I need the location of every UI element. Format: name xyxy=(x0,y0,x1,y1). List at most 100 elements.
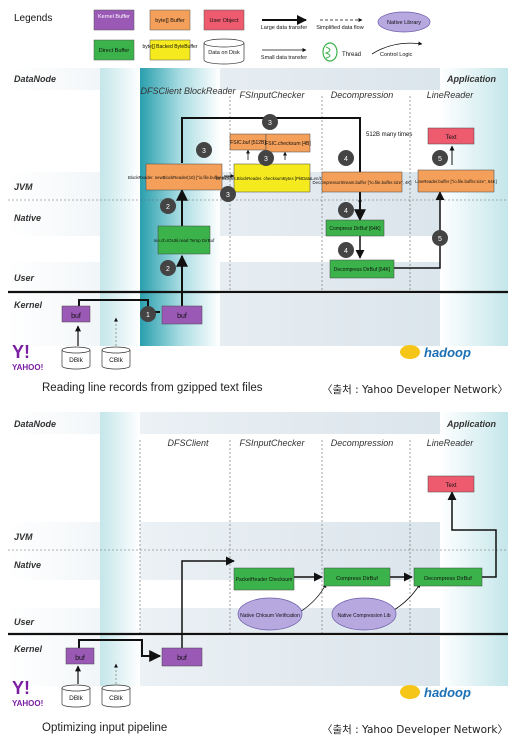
d2-kernel-buf-left-label: buf xyxy=(75,655,85,662)
d2-application-label: Application xyxy=(446,419,497,429)
svg-text:3: 3 xyxy=(268,120,272,127)
d2-flow-native-compress xyxy=(299,583,327,613)
dblk-label: DBlk xyxy=(69,357,83,364)
legend-bytebuffer-swatch xyxy=(149,39,191,61)
svg-text:YAHOO!: YAHOO! xyxy=(12,363,43,372)
d2-column-linereader: LineReader xyxy=(427,438,475,448)
decompress-dirbuf-label: Decompress DirBuf [64K] xyxy=(334,267,391,273)
legend-disk-icon xyxy=(203,38,245,65)
legend-direct-label: Direct Buffer xyxy=(99,48,130,54)
svg-text:3: 3 xyxy=(264,156,268,163)
d2-text-box xyxy=(427,475,475,493)
caption-1: Reading line records from gzipped text f… xyxy=(42,382,263,394)
d2-packet-header-box xyxy=(233,567,295,591)
d2-column-decompression: Decompression xyxy=(331,438,394,448)
legend-simplified-label: Simplified data flow xyxy=(316,25,363,31)
d2-cblk-label: CBlk xyxy=(109,695,123,702)
legend-native-library-label: Native Library xyxy=(387,20,421,26)
column-fsinputchecker: FSInputChecker xyxy=(239,90,305,100)
decompressor-stream-box xyxy=(321,171,403,193)
caption-2: Optimizing input pipeline xyxy=(42,722,168,734)
d2-datanode-label: DataNode xyxy=(14,419,56,429)
nio-temp-box xyxy=(157,225,211,255)
legend-byte-swatch xyxy=(149,9,191,31)
kernel-buf-left-label: buf xyxy=(71,313,81,320)
d2-column-dfsclient: DFSClient xyxy=(167,438,209,448)
datanode-label: DataNode xyxy=(14,74,56,84)
svg-text:5: 5 xyxy=(438,156,442,163)
d2-layer-kernel: Kernel xyxy=(14,644,43,654)
d2-kernel-buf-left xyxy=(65,647,95,665)
d2-yahoo-logo: Y! YAHOO! xyxy=(12,678,43,708)
svg-text:4: 4 xyxy=(344,208,348,215)
column-decompression: Decompression xyxy=(331,90,394,100)
legend: Legends Kernel Buffer byte[] Buffer User… xyxy=(14,9,431,65)
d2-text-box-label: Text xyxy=(445,483,456,489)
diagram-2: DataNode Application DFSClient FSInputCh… xyxy=(8,412,508,708)
decompressor-stream-label: DecompressorStream.buffer ["io.file.buff… xyxy=(313,180,412,185)
layer-native: Native xyxy=(14,213,41,223)
d2-flow-to-text xyxy=(447,491,497,578)
step-marker-3b: 3 xyxy=(196,142,212,158)
step-marker-2b: 2 xyxy=(160,260,176,276)
svg-text:hadoop: hadoop xyxy=(424,685,471,700)
compress-dirbuf-box xyxy=(325,219,385,237)
kernel-buf-left xyxy=(61,305,91,323)
step-marker-5a: 5 xyxy=(432,150,448,166)
d2-layer-user: User xyxy=(14,617,35,627)
d2-flow-native-decompress xyxy=(393,583,421,611)
fsic-checksum-label: FSIC.checksum [4B] xyxy=(265,141,311,147)
yahoo-logo: Y! YAHOO! xyxy=(12,342,43,372)
nio-temp-label: nio.ch.IOUtil.read Temp DirBuf xyxy=(154,238,215,243)
dblk-disk xyxy=(61,346,91,370)
legend-kernel-label: Kernel Buffer xyxy=(98,14,130,20)
fsic-buf-label: FSIC.buf [512B] xyxy=(230,140,266,146)
datanode-column-edge xyxy=(100,68,140,346)
d2-native-compression-label: Native Compression Lib xyxy=(337,613,390,619)
svg-text:2: 2 xyxy=(166,204,170,211)
cblk-label: CBlk xyxy=(109,357,123,364)
d2-dblk-label: DBlk xyxy=(69,695,83,702)
kernel-buf-right-label: buf xyxy=(177,313,187,320)
legend-title: Legends xyxy=(14,13,52,24)
step-marker-3c: 3 xyxy=(258,150,274,166)
step-marker-4b: 4 xyxy=(338,202,354,218)
legend-user-object-label: User Object xyxy=(209,18,239,24)
fsic-checksum-box xyxy=(265,133,311,153)
d2-column-fsinputchecker: FSInputChecker xyxy=(239,438,305,448)
layer-user: User xyxy=(14,273,35,283)
step-marker-3a: 3 xyxy=(262,114,278,130)
application-label: Application xyxy=(446,74,497,84)
user-band xyxy=(8,262,508,292)
legend-small-label: Small data transfer xyxy=(261,55,307,61)
legend-byte-label: byte[] Buffer xyxy=(155,18,185,24)
d2-packet-header-label: PacketHeader Checksum xyxy=(236,577,293,583)
d2-application-column-edge xyxy=(440,412,508,686)
d2-native-checksum-label: Native Chksum Verification xyxy=(240,613,300,619)
dfsclient-checksum-label: DFSClient.BlockReader. checksumBytes [Pk… xyxy=(216,176,328,181)
source-2: 〈출처 : Yahoo Developer Network〉 xyxy=(322,724,508,736)
d2-cblk-disk xyxy=(101,684,131,708)
native-band xyxy=(8,200,508,236)
column-linereader: LineReader xyxy=(427,90,475,100)
d2-top-band xyxy=(8,412,508,434)
d2-flow-kernel-read xyxy=(78,639,162,662)
d2-kernel-buf-right xyxy=(161,647,203,667)
svg-text:3: 3 xyxy=(226,192,230,199)
thread-icon xyxy=(322,42,338,62)
cblk-disk xyxy=(101,346,131,370)
source-1: 〈출처 : Yahoo Developer Network〉 xyxy=(322,384,508,396)
svg-text:5: 5 xyxy=(438,236,442,243)
step-marker-4c: 4 xyxy=(338,242,354,258)
compress-dirbuf-label: Compress DirBuf [64K] xyxy=(329,226,381,232)
legend-large-label: Large data transfer xyxy=(261,25,308,31)
step-marker-5b: 5 xyxy=(432,230,448,246)
svg-text:4: 4 xyxy=(344,156,348,163)
legend-kernel-swatch xyxy=(93,9,135,31)
linereader-buffer-box xyxy=(417,169,495,193)
text-box-label: Text xyxy=(445,135,456,141)
svg-text:YAHOO!: YAHOO! xyxy=(12,699,43,708)
layer-jvm: JVM xyxy=(14,182,33,192)
legend-user-object-swatch xyxy=(203,9,245,31)
d2-compress-dirbuf-label: Compress DirBuf xyxy=(336,576,378,582)
